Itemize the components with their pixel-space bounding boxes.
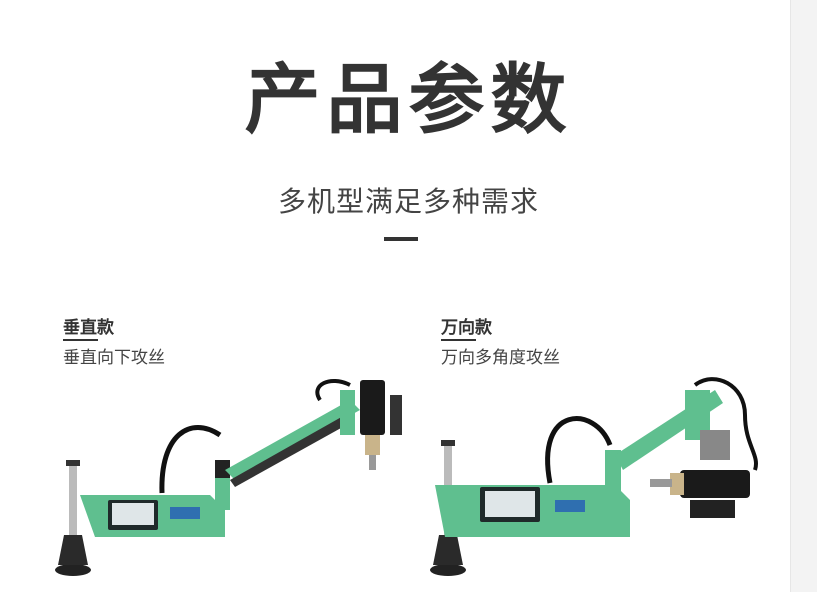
page-title: 产品参数 <box>244 55 573 144</box>
vertical-tapping-machine-image <box>55 379 402 576</box>
universal-tapping-machine-image <box>430 377 758 576</box>
page-subtitle: 多机型满足多种需求 <box>277 185 539 218</box>
model-underline <box>63 339 98 341</box>
model-desc-universal: 万向多角度攻丝 <box>441 348 560 368</box>
title-divider <box>384 237 418 241</box>
model-underline <box>441 339 476 341</box>
scrollbar-track[interactable] <box>790 0 817 592</box>
model-name-vertical: 垂直款 <box>63 318 114 338</box>
model-name-universal: 万向款 <box>441 318 492 338</box>
model-desc-vertical: 垂直向下攻丝 <box>63 348 165 368</box>
